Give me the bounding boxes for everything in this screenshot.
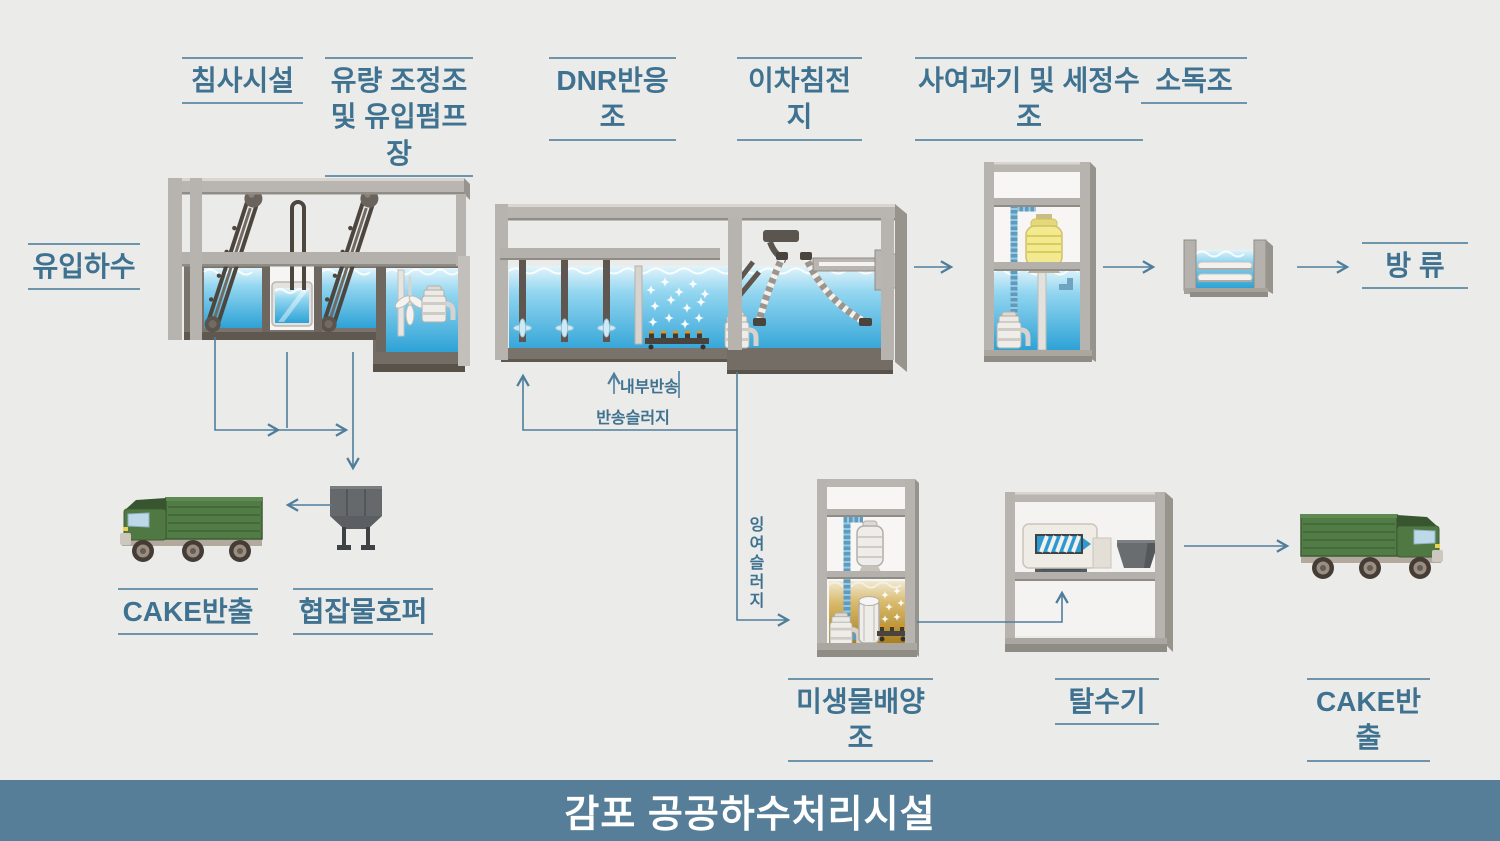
dewater-frame [1005, 492, 1173, 652]
label-dewatering: 탈수기 [1055, 678, 1159, 726]
label-grit-facility: 침사시설 [182, 57, 303, 105]
dewatering-machine-illustration [1005, 492, 1173, 652]
cake-hopper-icon [1117, 540, 1157, 568]
hopper-icon [330, 486, 382, 550]
air-diffuser-icon [877, 625, 907, 642]
reactor-frame [495, 204, 907, 372]
reactor-basin [501, 348, 893, 374]
air-diffuser-icon [645, 331, 709, 350]
label-cake-out-left: CAKE반출 [118, 588, 258, 636]
culture-vessel-icon [856, 520, 884, 572]
label-flow-equalization: 유량 조정조 및 유입펌프장 [325, 57, 473, 178]
truck-icon [119, 497, 263, 563]
disinfection-walls [1183, 239, 1273, 297]
screenings-hopper-illustration [330, 486, 382, 550]
tank-frame [817, 479, 919, 657]
sand-filter-illustration [984, 162, 1096, 362]
divider-wall [1037, 265, 1047, 351]
disinfection-tank-illustration [1183, 239, 1273, 297]
label-return-sludge: 반송슬러지 [596, 410, 670, 427]
label-sand-filter: 사여과기 및 세정수조 [915, 57, 1143, 141]
storage-tank-icon [858, 596, 880, 644]
screw-press-icon [1022, 523, 1112, 574]
microbe-culture-tank-illustration [817, 479, 919, 657]
label-secondary-clarifier: 이차침전지 [737, 57, 862, 141]
label-cake-out-right: CAKE반출 [1307, 678, 1430, 762]
facility-title-banner: 감포 공공하수처리시설 [0, 780, 1500, 841]
dnr-reactor-illustration [495, 204, 907, 374]
label-disinfection: 소독조 [1141, 57, 1247, 105]
truck-right [1300, 514, 1444, 580]
truck-icon [1300, 514, 1444, 580]
label-microbe-tank: 미생물배양조 [788, 678, 933, 762]
tank-frame [168, 178, 470, 366]
filter-pipe-icon [1010, 204, 1036, 320]
level-gauge-icon [290, 200, 306, 290]
outlet-pipe-icon [1059, 278, 1073, 290]
label-internal-recycle: 내부반송 [620, 379, 679, 396]
sludge-scraper-icon [753, 252, 872, 326]
uv-lamp-icon [1197, 261, 1253, 282]
facility-title: 감포 공공하수처리시설 [564, 794, 936, 836]
label-excess-sludge: 잉여슬러지 [746, 516, 763, 611]
filter-frame [984, 162, 1096, 362]
truck-left [119, 497, 263, 563]
label-screenings-hopper: 협잡물호퍼 [293, 588, 433, 636]
label-influent: 유입하수 [28, 243, 140, 291]
grit-and-equalization-tank-illustration [168, 178, 470, 372]
inner-tank-water [275, 288, 309, 323]
label-dnr-reactor: DNR반응조 [549, 57, 676, 141]
label-discharge: 방 류 [1362, 242, 1468, 290]
